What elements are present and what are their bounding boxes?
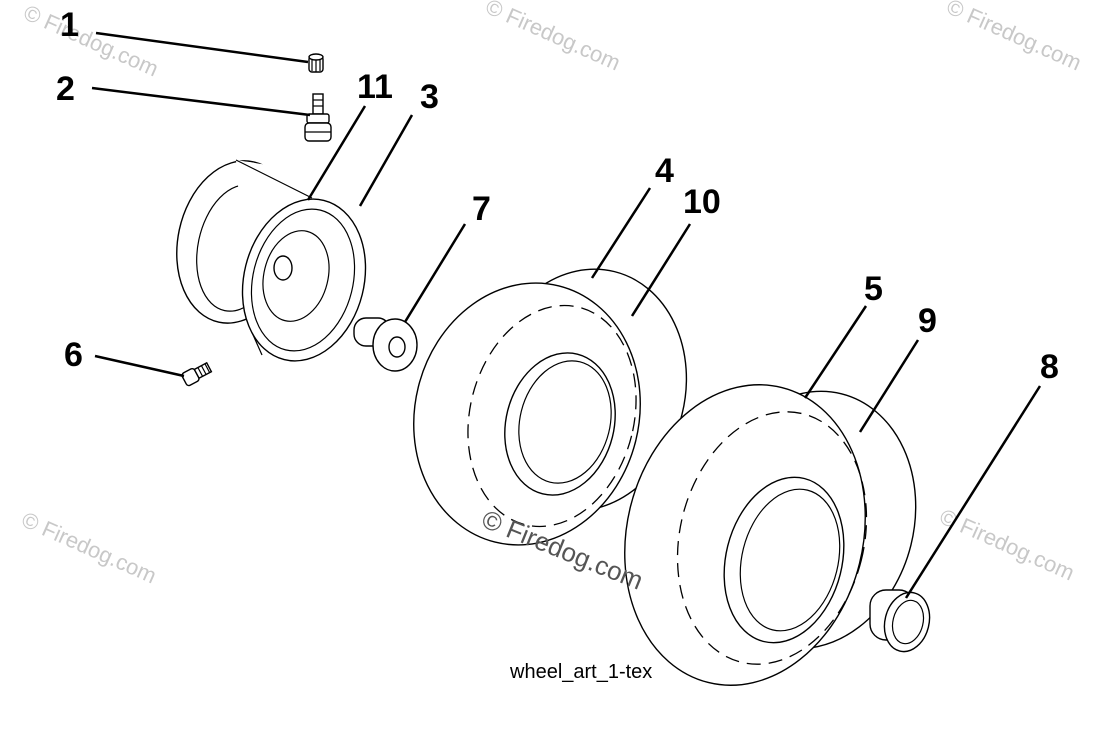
callout-2: 2 (56, 70, 75, 108)
callout-6: 6 (64, 336, 83, 374)
callout-10: 10 (683, 183, 721, 221)
callout-1: 1 (60, 6, 79, 44)
grease-fitting-part (181, 361, 213, 387)
diagram-caption: wheel_art_1-tex (509, 661, 652, 683)
leader-8 (904, 385, 1042, 599)
callout-4: 4 (655, 152, 674, 190)
front-tire-part (413, 268, 688, 546)
leader-2 (91, 86, 311, 117)
watermark-top-right: © Firedog.com (943, 0, 1085, 75)
callout-labels: 1 2 11 3 6 7 4 10 5 9 8 (56, 6, 1059, 386)
leader-7 (403, 223, 467, 323)
valve-cap-part (308, 53, 324, 73)
leader-1 (95, 31, 309, 64)
leader-9 (858, 339, 920, 433)
callout-3: 3 (420, 78, 439, 116)
rear-tire-part (624, 384, 917, 686)
watermark-top-middle: © Firedog.com (482, 0, 624, 75)
callout-9: 9 (918, 302, 937, 340)
leader-4 (590, 187, 652, 279)
leader-lines (91, 31, 1042, 599)
watermark-bottom-left: © Firedog.com (18, 507, 160, 589)
callout-5: 5 (864, 270, 883, 308)
bearing-part (869, 589, 931, 653)
leader-3 (358, 114, 414, 207)
leader-10 (630, 223, 692, 317)
callout-8: 8 (1040, 348, 1059, 386)
leader-6 (94, 354, 185, 378)
watermark-top-left: © Firedog.com (20, 0, 162, 81)
valve-stem-part (304, 93, 332, 142)
callout-7: 7 (472, 190, 491, 228)
callout-11: 11 (357, 68, 393, 106)
wheel-rim-part (176, 159, 367, 362)
leader-11 (306, 105, 367, 201)
leader-5 (803, 305, 868, 399)
bushing-part (353, 317, 418, 372)
